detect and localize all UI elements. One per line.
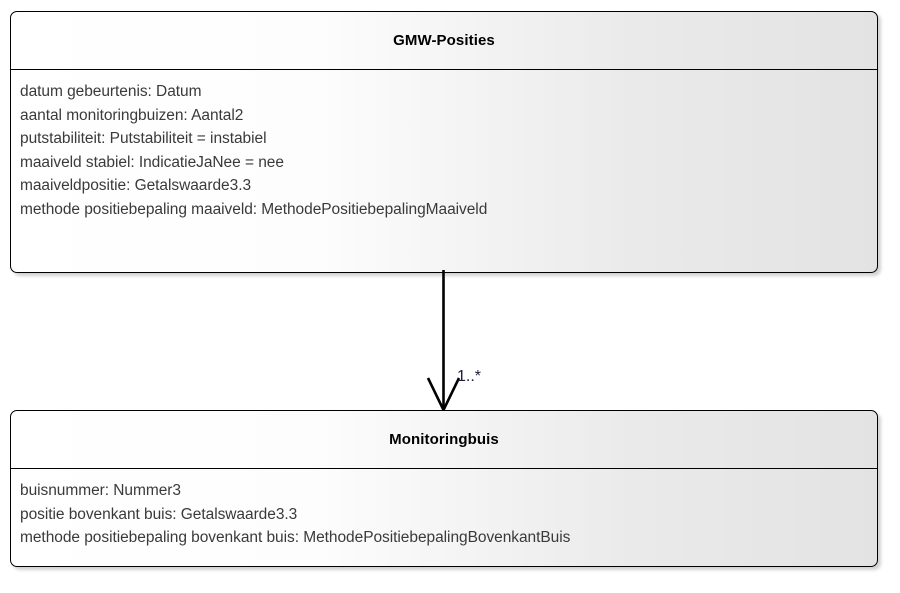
class-attributes-monitoringbuis: buisnummer: Nummer3 positie bovenkant bu…	[11, 469, 877, 558]
attribute-row: methode positiebepaling bovenkant buis: …	[20, 529, 571, 546]
association-multiplicity-label: 1..*	[457, 368, 482, 385]
class-name-monitoringbuis: Monitoringbuis	[11, 411, 877, 469]
attribute-row: methode positiebepaling maaiveld: Method…	[20, 200, 488, 218]
attribute-row: maaiveldpositie: Getalswaarde3.3	[20, 177, 252, 194]
attribute-row: datum gebeurtenis: Datum	[20, 83, 202, 100]
class-name-gmw-posities: GMW-Posities	[11, 12, 877, 70]
uml-class-monitoringbuis[interactable]: Monitoringbuis buisnummer: Nummer3 posit…	[10, 410, 878, 567]
class-attributes-gmw-posities: datum gebeurtenis: Datum aantal monitori…	[11, 70, 877, 229]
attribute-row: positie bovenkant buis: Getalswaarde3.3	[20, 505, 298, 523]
association-connector[interactable]	[410, 270, 540, 416]
association-arrow-icon	[426, 270, 461, 413]
attribute-row: maaiveld stabiel: IndicatieJaNee = nee	[20, 153, 284, 171]
uml-class-gmw-posities[interactable]: GMW-Posities datum gebeurtenis: Datum aa…	[10, 11, 878, 273]
attribute-row: buisnummer: Nummer3	[20, 482, 181, 499]
attribute-row: putstabiliteit: Putstabiliteit = instabi…	[20, 130, 267, 147]
attribute-row: aantal monitoringbuizen: Aantal2	[20, 106, 244, 124]
